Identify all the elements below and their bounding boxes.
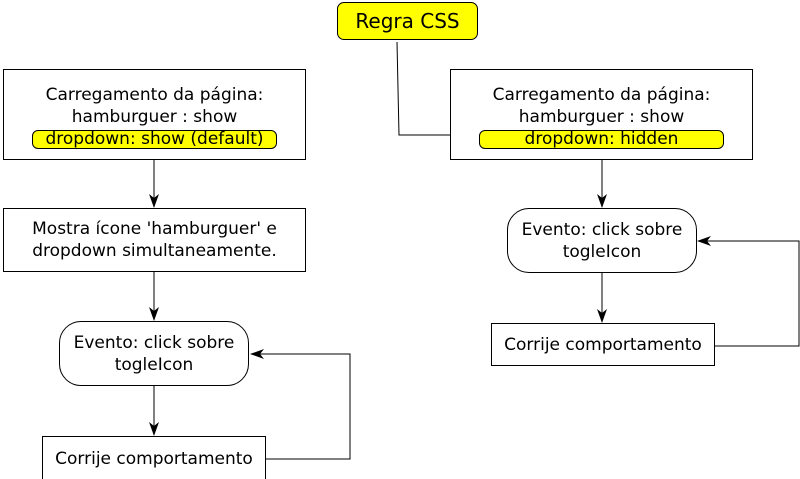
css-rule-box: Regra CSS <box>337 2 478 40</box>
left-page-load-box: Carregamento da página: hamburguer : sho… <box>3 69 306 160</box>
left-load-line1: Carregamento da página: <box>45 85 264 105</box>
left-show-line1: Mostra ícone 'hamburguer' e <box>32 219 277 239</box>
right-load-line1: Carregamento da página: <box>492 85 711 105</box>
right-load-line2: hamburguer : show <box>518 107 685 127</box>
css-rule-label: Regra CSS <box>355 9 460 33</box>
left-click-event-box: Evento: click sobre togleIcon <box>59 321 249 386</box>
arrow-right-fix-loop-back <box>697 236 800 347</box>
right-event-line2: togleIcon <box>562 241 642 262</box>
left-event-line1: Evento: click sobre <box>73 332 235 353</box>
left-fix-label: Corrije comportamento <box>55 448 253 469</box>
left-fix-behavior-box: Corrije comportamento <box>42 436 266 479</box>
left-event-line2: togleIcon <box>114 354 194 375</box>
right-fix-behavior-box: Corrije comportamento <box>491 323 715 366</box>
right-page-load-box: Carregamento da página: hamburguer : sho… <box>450 69 753 160</box>
arrow-fix-loop-back <box>250 349 351 460</box>
left-load-line2: hamburguer : show <box>71 107 238 127</box>
right-click-event-box: Evento: click sobre togleIcon <box>507 208 697 273</box>
right-event-line1: Evento: click sobre <box>521 219 683 240</box>
right-fix-label: Corrije comportamento <box>504 334 702 355</box>
left-show-both-box: Mostra ícone 'hamburguer' e dropdown sim… <box>3 208 306 272</box>
left-show-line2: dropdown simultaneamente. <box>32 241 277 261</box>
right-dropdown-hidden-highlight: dropdown: hidden <box>479 130 724 149</box>
left-dropdown-default-highlight: dropdown: show (default) <box>32 130 277 149</box>
